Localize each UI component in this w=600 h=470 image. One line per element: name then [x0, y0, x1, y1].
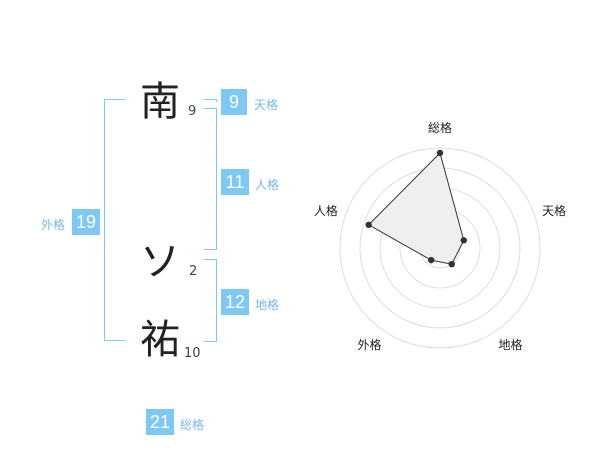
name-char-1: 南 — [140, 79, 180, 125]
jinkaku-bracket — [204, 108, 217, 250]
stroke-count-1: 9 — [188, 104, 197, 119]
chikaku-value: 12 — [221, 289, 249, 315]
radar-point — [448, 260, 455, 268]
radar-area — [367, 152, 465, 265]
soukaku-label: 総格 — [180, 418, 205, 432]
radar-point — [460, 237, 467, 244]
gaikaku-label: 外格 — [41, 218, 66, 232]
chikaku-label: 地格 — [255, 298, 280, 312]
stroke-count-3: 10 — [184, 346, 201, 361]
gaikaku-value: 19 — [72, 209, 100, 235]
radar-axis-label: 外格 — [357, 337, 381, 352]
name-char-2: ソ — [140, 239, 180, 285]
jinkaku-value: 11 — [221, 169, 249, 195]
radar-point — [427, 256, 435, 264]
soukaku-value: 21 — [146, 409, 174, 435]
tenkaku-label: 天格 — [254, 98, 279, 112]
radar-axis-label: 人格 — [314, 203, 338, 218]
radar-point — [436, 149, 444, 157]
gaikaku-bracket — [104, 99, 125, 341]
jinkaku-label: 人格 — [255, 178, 280, 192]
radar-axis-label: 総格 — [428, 120, 452, 135]
radar-axis-label: 地格 — [499, 337, 523, 352]
radar-axis-label: 天格 — [542, 203, 566, 218]
name-char-3: 祐 — [140, 317, 180, 363]
tenkaku-value: 9 — [221, 89, 247, 115]
stroke-count-2: 2 — [189, 264, 198, 279]
radar-ring — [339, 147, 541, 349]
chikaku-bracket — [204, 259, 217, 342]
tenkaku-bracket — [204, 99, 217, 102]
radar-point — [365, 221, 372, 229]
